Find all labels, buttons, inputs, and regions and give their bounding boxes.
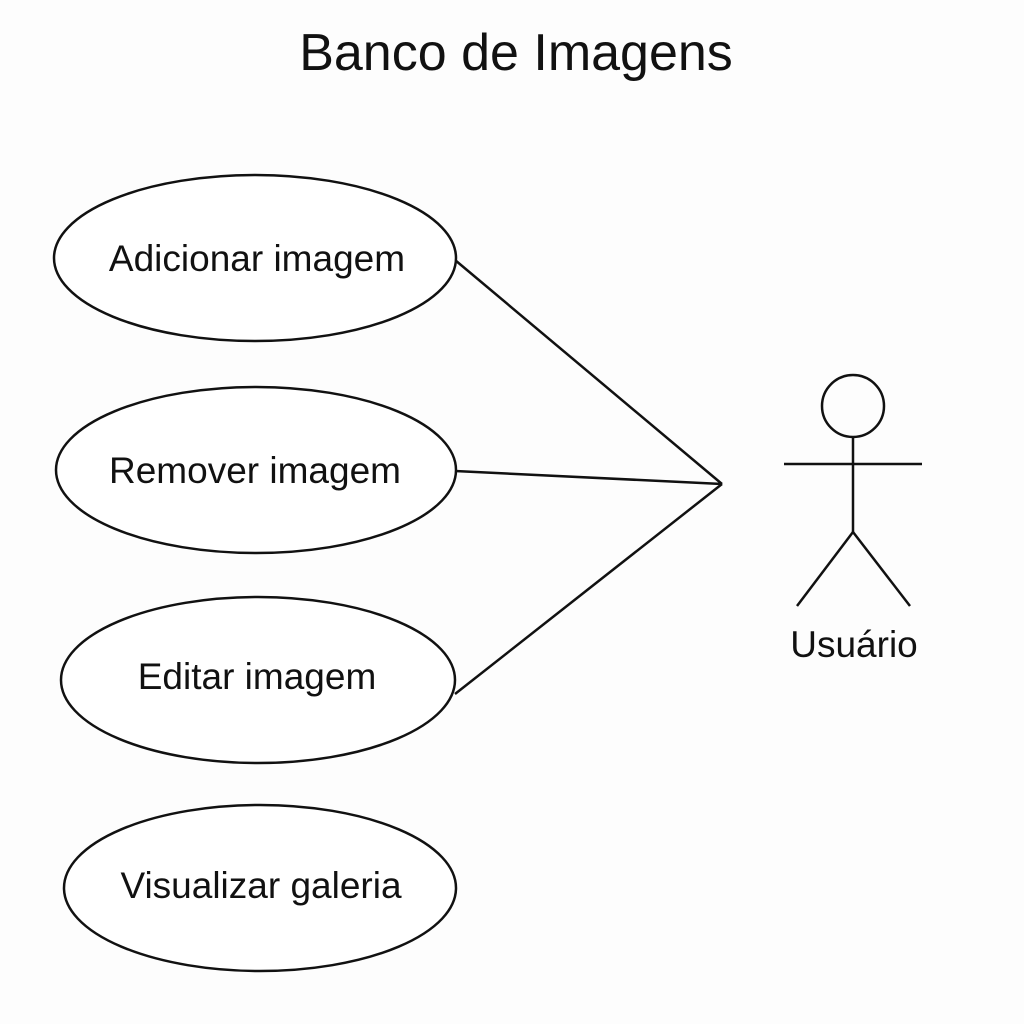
association-line-editar [454,483,723,695]
actor-label: Usuário [790,624,918,665]
use-case-editar-imagem[interactable]: Editar imagem [59,595,457,765]
association-line-remover [454,469,723,486]
associations [454,259,723,695]
stick-figure-icon [784,373,922,607]
use-case-adicionar-imagem[interactable]: Adicionar imagem [52,173,458,343]
association-line-adicionar [454,259,723,485]
diagram-title: Banco de Imagens [299,24,733,82]
actor-usuario[interactable]: Usuário [784,373,922,665]
use-case-label: Editar imagem [138,656,377,697]
use-case-ellipse [62,803,458,973]
use-case-remover-imagem[interactable]: Remover imagem [54,385,458,555]
use-case-label: Visualizar galeria [120,865,401,906]
use-case-label: Remover imagem [109,450,401,491]
use-case-ellipse [59,595,457,765]
use-case-ellipse [52,173,458,343]
use-case-label: Adicionar imagem [109,238,405,279]
use-case-visualizar-galeria[interactable]: Visualizar galeria [62,803,458,973]
use-case-ellipse [54,385,458,555]
